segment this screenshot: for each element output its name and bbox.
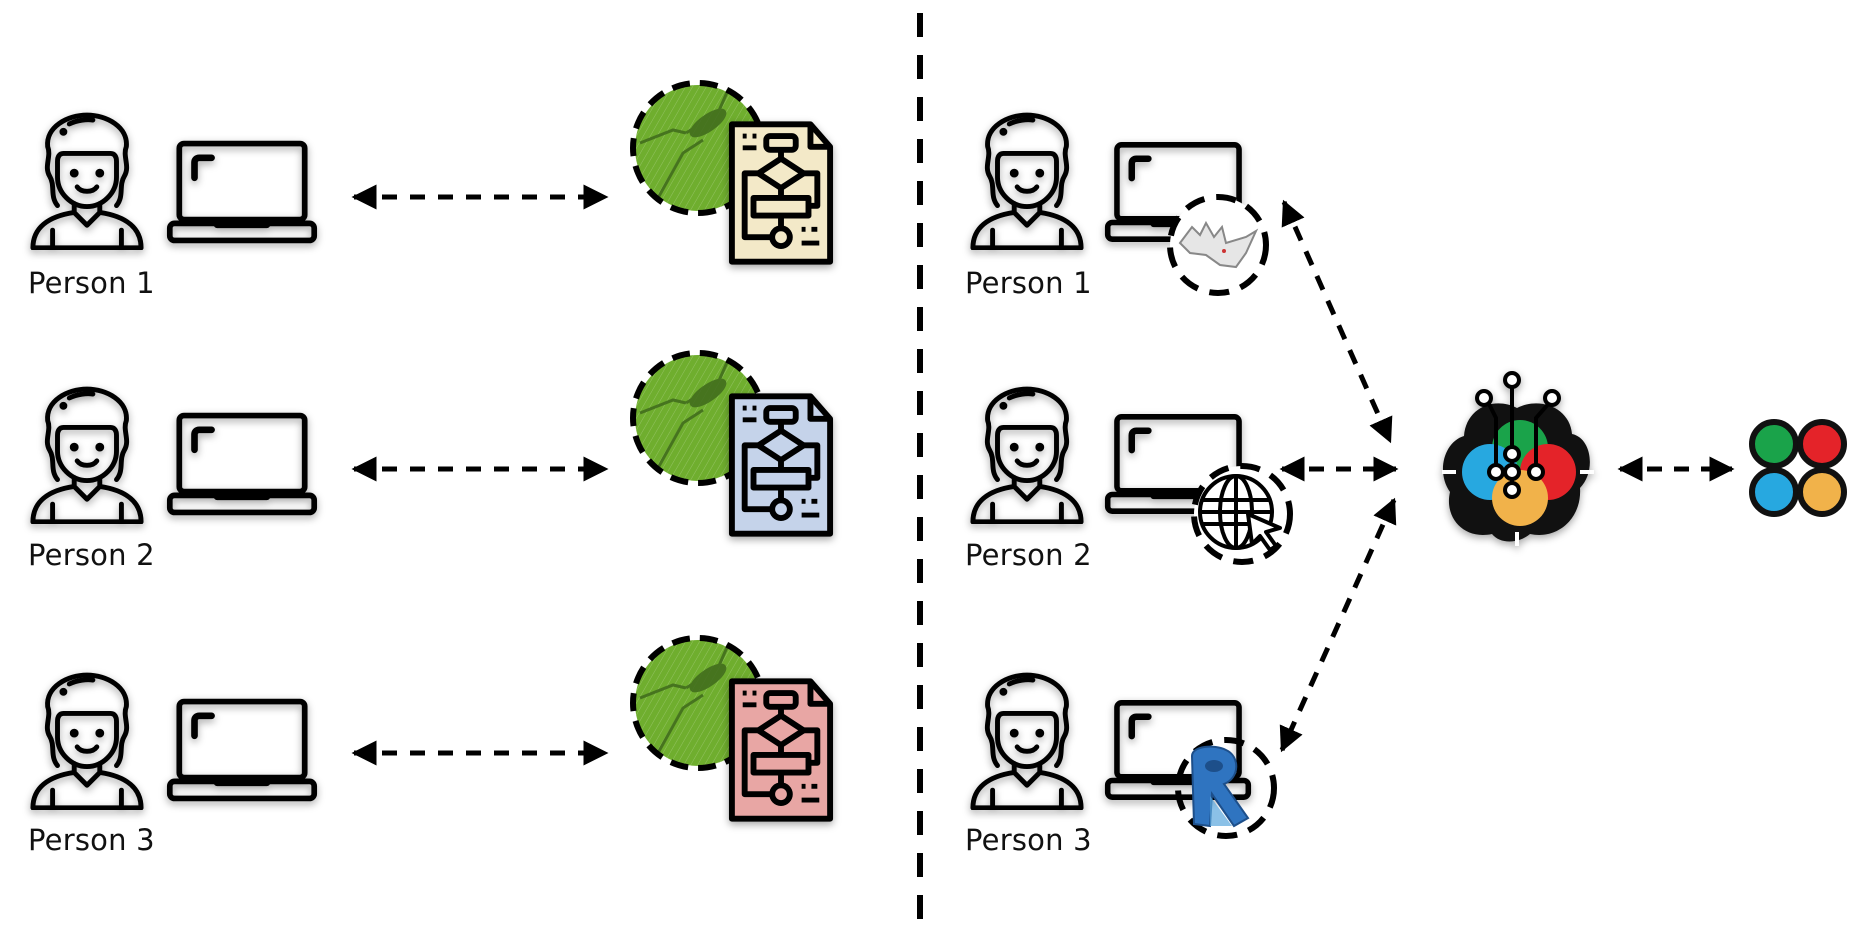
- bidirectional-arrow: [351, 456, 609, 482]
- person-label: Person 2: [965, 538, 1092, 572]
- revit-icon: [1175, 737, 1277, 839]
- person-label: Person 1: [965, 266, 1092, 300]
- four-circle-logo: [1749, 419, 1847, 517]
- rhino-icon: [1167, 194, 1269, 296]
- arrow-rhino-to-hub: [1281, 199, 1393, 444]
- web-globe-icon: [1191, 463, 1293, 565]
- person-label: Person 2: [28, 538, 155, 572]
- bidirectional-arrow: [351, 740, 609, 766]
- arrow-revit-to-hub: [1279, 497, 1397, 753]
- section-divider: [917, 13, 923, 931]
- speckle-hub-logo: [1442, 371, 1594, 546]
- bidirectional-arrow: [351, 184, 609, 210]
- person-label: Person 3: [28, 823, 155, 857]
- person-label: Person 1: [28, 266, 155, 300]
- person-label: Person 3: [965, 823, 1092, 857]
